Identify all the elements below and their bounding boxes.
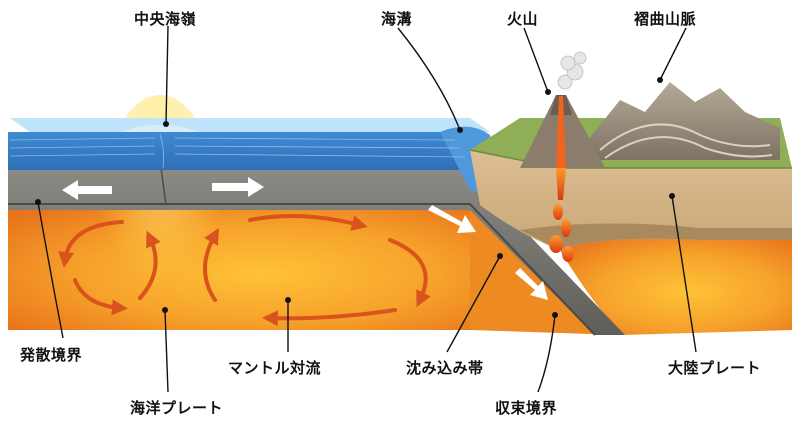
arrow-right bbox=[212, 177, 264, 197]
label-continental-plate: 大陸プレート bbox=[668, 359, 762, 377]
fold-mountains bbox=[580, 82, 780, 160]
arrow-subduct-1 bbox=[428, 205, 476, 233]
convection-arrows bbox=[58, 214, 431, 327]
leader-dots bbox=[35, 77, 675, 318]
arrow-subduct-2 bbox=[515, 268, 548, 300]
smoke bbox=[557, 51, 587, 90]
volcano bbox=[520, 51, 605, 168]
label-mantle-convection: マントル対流 bbox=[228, 359, 322, 377]
leader-lines bbox=[37, 25, 697, 393]
label-trench: 海溝 bbox=[381, 10, 413, 28]
label-fold-mountains: 褶曲山脈 bbox=[634, 10, 697, 28]
label-volcano: 火山 bbox=[507, 10, 539, 28]
ocean bbox=[8, 118, 500, 200]
label-oceanic-plate: 海洋プレート bbox=[130, 399, 224, 417]
label-divergent-boundary: 発散境界 bbox=[20, 346, 83, 364]
label-subduction-zone: 沈み込み帯 bbox=[406, 359, 484, 377]
magma-chamber bbox=[549, 168, 574, 262]
plate-motion-arrows bbox=[62, 177, 548, 300]
arrow-left bbox=[62, 180, 112, 200]
label-mid-ocean-ridge: 中央海嶺 bbox=[134, 10, 197, 28]
label-convergent-boundary: 収束境界 bbox=[495, 399, 558, 417]
